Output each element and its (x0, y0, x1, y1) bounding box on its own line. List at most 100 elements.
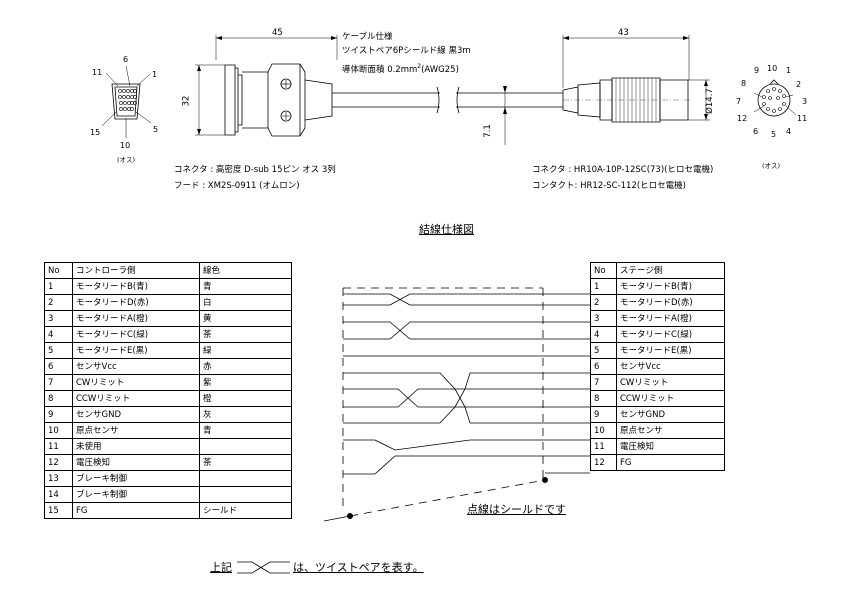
wire-color-cell: 白 (199, 294, 292, 311)
dim-43: 43 (618, 28, 629, 38)
signal-name-cell: モータリードD(赤) (616, 294, 725, 311)
pin-number-cell: 13 (44, 470, 73, 487)
wire-color-cell: 灰 (199, 406, 292, 423)
cable-body (332, 86, 563, 145)
pin-number-cell: 6 (590, 358, 617, 375)
dim-32: 32 (181, 95, 192, 107)
pin-number-cell: 5 (590, 342, 617, 359)
signal-name-cell: 電圧検知 (72, 454, 200, 471)
signal-name-cell: CWリミット (616, 374, 725, 391)
wire-color-cell: 黄 (199, 310, 292, 327)
pin-number-cell: 15 (44, 502, 73, 519)
pin-number-cell: 11 (44, 438, 73, 455)
pin-number-cell: 10 (44, 422, 73, 439)
circ-pin-label-5: 5 (771, 130, 777, 139)
wiring-lines (323, 287, 590, 522)
wire-color-cell: 赤 (199, 358, 292, 375)
signal-name-cell: モータリードE(黒) (616, 342, 725, 359)
dsub-connector-spec: コネクタ : 高密度 D-sub 15ピン オス 3列 (174, 165, 336, 175)
circ-pin-label-1: 1 (786, 66, 792, 75)
dim-dia-14-7: Ø14.7 (704, 88, 715, 114)
circ-connector-spec: コネクタ : HR10A-10P-12SC(73)(ヒロセ電機) (532, 165, 714, 175)
circ-pin-label-3: 3 (802, 97, 808, 106)
signal-name-cell: CCWリミット (72, 390, 200, 407)
dsub-hood-spec: フード : XM2S-0911 (オムロン) (174, 181, 300, 191)
pin-number-cell: 4 (44, 326, 73, 343)
wire-color-cell (199, 438, 292, 455)
signal-name-cell: モータリードA(橙) (72, 310, 200, 327)
circ-gender-label: (オス) (762, 162, 781, 170)
header-stage-side: ステージ側 (616, 262, 725, 279)
dsub-pin-label-1: 1 (152, 70, 158, 79)
dsub-pin-label-10: 10 (120, 141, 131, 150)
cable-spec-line2-awg: (AWG25) (421, 64, 459, 75)
circ-pin-label-2: 2 (796, 80, 802, 89)
signal-name-cell: FG (616, 454, 725, 471)
wire-color-cell (199, 486, 292, 503)
pin-number-cell: 2 (44, 294, 73, 311)
signal-name-cell: センサVcc (72, 358, 200, 375)
header-no: No (590, 262, 617, 279)
signal-name-cell: モータリードB(青) (72, 278, 200, 295)
stage-table-header: No ステージ側 (590, 262, 725, 279)
signal-name-cell: モータリードC(緑) (72, 326, 200, 343)
signal-name-cell: 電圧検知 (616, 438, 725, 455)
dsub-hood-side-view (195, 35, 338, 137)
dsub-pin-label-5: 5 (153, 125, 159, 134)
wiring-title: 結線仕様図 (419, 223, 474, 236)
signal-name-cell: モータリードA(橙) (616, 310, 725, 327)
pin-number-cell: 3 (590, 310, 617, 327)
dsub-face-view (101, 65, 152, 138)
signal-name-cell: ブレーキ制御 (72, 470, 200, 487)
signal-name-cell: センサVcc (616, 358, 725, 375)
pin-number-cell: 4 (590, 326, 617, 343)
circular-face-view (753, 79, 797, 117)
dim-45: 45 (272, 28, 283, 38)
pin-number-cell: 11 (590, 438, 617, 455)
wire-color-cell (199, 470, 292, 487)
signal-name-cell: CWリミット (72, 374, 200, 391)
wire-color-cell: 橙 (199, 390, 292, 407)
pin-number-cell: 7 (590, 374, 617, 391)
wire-color-cell: 青 (199, 422, 292, 439)
dim-7-1: 7.1 (482, 124, 493, 138)
circ-pin-label-8: 8 (741, 79, 747, 88)
circ-contact-spec: コンタクト: HR12-SC-112(ヒロセ電機) (532, 181, 687, 191)
signal-name-cell: 原点センサ (616, 422, 725, 439)
pin-number-cell: 12 (44, 454, 73, 471)
pin-number-cell: 6 (44, 358, 73, 375)
wire-color-cell: 青 (199, 278, 292, 295)
pin-number-cell: 9 (590, 406, 617, 423)
circ-pin-label-10: 10 (767, 64, 778, 73)
dsub-pin-label-6: 6 (123, 55, 129, 64)
pin-number-cell: 12 (590, 454, 617, 471)
shield-note: 点線はシールドです (467, 503, 566, 516)
cable-spec-title: ケーブル仕様 (342, 32, 393, 42)
wire-color-cell: 茶 (199, 454, 292, 471)
dsub-pin-label-15: 15 (90, 128, 101, 137)
circ-pin-label-9: 9 (754, 66, 760, 75)
